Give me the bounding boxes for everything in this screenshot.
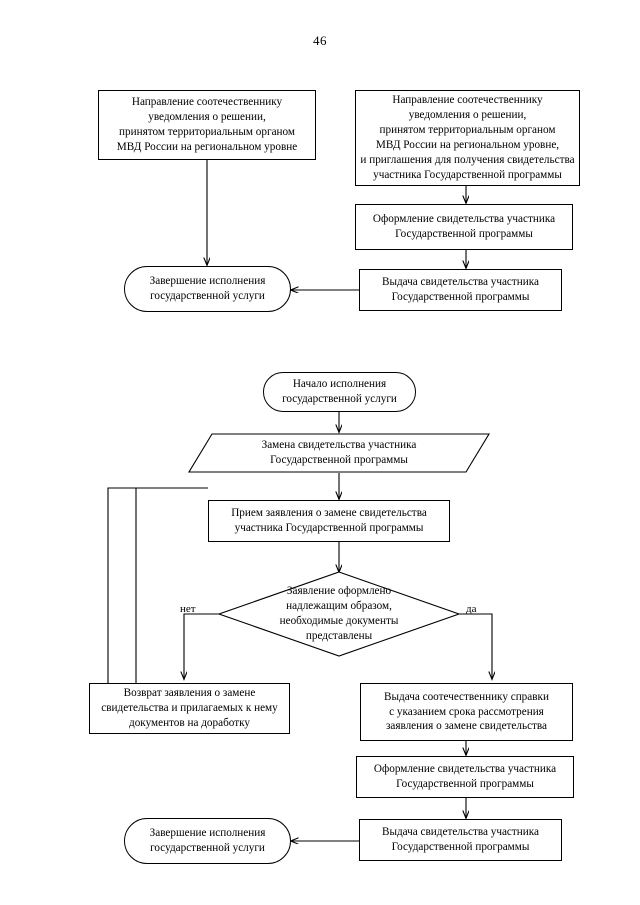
node-text: Возврат заявления о замене свидетельства… (101, 687, 278, 729)
branch-label-no: нет (180, 603, 196, 615)
node-bottom-give-certificate[interactable]: Выдача свидетельства участника Государст… (359, 819, 562, 861)
node-text: Выдача свидетельства участника Государст… (381, 276, 539, 303)
node-bottom-replace-certificate[interactable]: Замена свидетельства участника Государст… (200, 434, 478, 472)
node-top-notify-left[interactable]: Направление соотечественнику уведомления… (98, 90, 316, 160)
node-bottom-return-application[interactable]: Возврат заявления о замене свидетельства… (89, 683, 290, 734)
node-text: Завершение исполнения государственной ус… (149, 275, 266, 302)
node-text: Прием заявления о замене свидетельства у… (231, 507, 427, 534)
node-text: Выдача соотечественнику справки с указан… (384, 690, 549, 733)
node-bottom-end-terminator[interactable]: Завершение исполнения государственной ус… (124, 818, 291, 864)
node-bottom-start-terminator[interactable]: Начало исполнения государственной услуги (263, 372, 416, 412)
node-text: Оформление свидетельства участника Госуд… (372, 213, 556, 240)
page-number: 46 (313, 33, 327, 48)
node-top-end-terminator[interactable]: Завершение исполнения государственной ус… (124, 266, 291, 312)
node-text: Заявление оформлено надлежащим образом, … (279, 585, 399, 642)
node-top-issue-certificate[interactable]: Оформление свидетельства участника Госуд… (355, 204, 573, 250)
branch-label-yes: да (466, 603, 477, 615)
node-bottom-decision[interactable]: Заявление оформлено надлежащим образом, … (249, 580, 429, 648)
node-bottom-issue-certificate[interactable]: Оформление свидетельства участника Госуд… (356, 756, 574, 798)
node-bottom-issue-receipt[interactable]: Выдача соотечественнику справки с указан… (360, 683, 573, 741)
node-text: Оформление свидетельства участника Госуд… (373, 763, 557, 790)
node-text: Замена свидетельства участника Государст… (261, 439, 417, 466)
node-bottom-accept-application[interactable]: Прием заявления о замене свидетельства у… (208, 500, 450, 542)
node-text: Начало исполнения государственной услуги (282, 378, 397, 405)
node-text: Завершение исполнения государственной ус… (149, 827, 266, 854)
node-text: Выдача свидетельства участника Государст… (381, 826, 539, 853)
node-top-give-certificate[interactable]: Выдача свидетельства участника Государст… (359, 269, 562, 311)
node-text: Направление соотечественнику уведомления… (360, 94, 575, 181)
node-text: Направление соотечественнику уведомления… (116, 96, 298, 153)
node-top-notify-right[interactable]: Направление соотечественнику уведомления… (355, 90, 580, 186)
